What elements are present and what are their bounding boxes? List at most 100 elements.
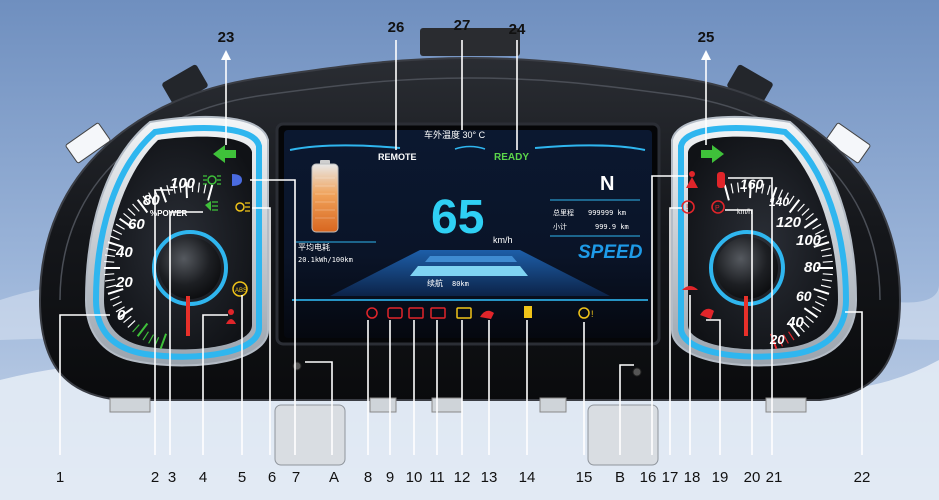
motor-temp-icon: [408, 307, 424, 319]
speed-readout: 65: [431, 191, 484, 244]
gauge-tick: [812, 306, 822, 313]
callout-3: 3: [168, 469, 176, 486]
callout-arrowheads: [221, 50, 711, 60]
callout-14: 14: [519, 469, 536, 486]
gauge-tick: [148, 192, 154, 202]
left-tick-label-60: 60: [128, 216, 145, 233]
callout-11: 11: [429, 469, 445, 486]
gauge-tick: [172, 183, 176, 194]
gear-indicator: N: [600, 173, 614, 195]
gauge-tick: [203, 183, 207, 194]
gauge-tick: [109, 235, 120, 241]
gauge-tick: [813, 288, 830, 295]
callout-B: B: [615, 469, 625, 486]
right-gauge-unit: km/h: [737, 209, 752, 216]
gauge-tick: [106, 247, 117, 252]
gauge-tick: [207, 184, 214, 201]
callout-27: 27: [454, 17, 471, 34]
gauge-tick: [801, 208, 810, 216]
callout-12: 12: [454, 469, 471, 486]
gauge-tick: [822, 260, 833, 263]
gauge-tick: [797, 203, 805, 212]
gauge-tick: [822, 254, 833, 258]
callout-24: 24: [509, 21, 526, 38]
right-tick-label-100: 100: [796, 232, 822, 249]
gauge-tick: [803, 217, 819, 229]
callout-A: A: [329, 469, 339, 486]
gauge-tick: [123, 315, 132, 324]
gauge-tick: [777, 189, 784, 200]
right-speed-gauge: 20 40 60 80 100 120 140 160 km/h ! P: [671, 115, 858, 367]
callout-20: 20: [744, 469, 761, 486]
callout-6: 6: [268, 469, 276, 486]
gauge-tick: [822, 273, 833, 276]
battery-temp-icon: [430, 307, 446, 319]
motor-fault-icon: [682, 286, 698, 290]
seatbelt-warning-icon: [226, 309, 236, 324]
right-tick-label-60: 60: [796, 288, 812, 304]
charge-cable-icon: [524, 306, 532, 318]
remote-status-text: REMOTE: [378, 152, 417, 162]
speed-unit-text: km/h: [493, 235, 513, 245]
gauge-tick: [179, 182, 182, 193]
mount-tab-right: [587, 404, 659, 466]
airbag-warning-icon: [717, 172, 725, 188]
gauge-tick: [197, 182, 200, 193]
gauge-tick: [127, 208, 136, 216]
gauge-tick: [801, 320, 810, 328]
svg-text:ABS: ABS: [235, 288, 247, 294]
gauge-tick: [814, 229, 825, 235]
left-tick-label-100: 100: [170, 175, 196, 192]
turn-left-arrow-icon: [213, 145, 236, 163]
high-beam-icon: [232, 174, 242, 186]
callout-8: 8: [364, 469, 372, 486]
gauge-tick: [723, 184, 730, 201]
svg-text:!: !: [686, 203, 688, 212]
side-clip-left: [65, 122, 111, 164]
gauge-tick: [788, 195, 795, 205]
gauge-tick: [132, 324, 140, 333]
gauge-tick: [749, 182, 752, 199]
person-warning-icon: [686, 171, 698, 188]
callout-21: 21: [766, 469, 783, 486]
gauge-tick: [115, 306, 125, 313]
gauge-tick: [737, 182, 740, 193]
callout-17: 17: [662, 469, 679, 486]
gauge-tick: [118, 307, 134, 319]
right-hub: [716, 237, 778, 299]
gauge-tick: [112, 301, 123, 307]
gauge-tick: [788, 199, 801, 214]
gauge-tick: [132, 203, 140, 212]
gauge-tick: [185, 182, 188, 199]
speed-logo: SPEED: [578, 242, 643, 263]
road-graphic: [330, 250, 610, 296]
avg-consumption-value: 20.1kWh/100km: [298, 256, 353, 264]
odo-total-value: 999999 km: [588, 209, 626, 217]
right-needle: [744, 296, 748, 336]
callout-22: 22: [854, 469, 871, 486]
gauge-tick: [104, 278, 115, 282]
gauge-tick: [730, 183, 734, 194]
left-tick-label-80: 80: [143, 192, 160, 209]
callout-18: 18: [684, 469, 701, 486]
system-fault-icon: [456, 307, 472, 319]
gauge-tick: [820, 284, 831, 289]
right-gauge-ticks: [723, 182, 833, 350]
gauge-tick: [142, 331, 149, 341]
center-display: 车外温度 30° C REMOTE READY 平均电耗 20.1kWh/100…: [275, 122, 661, 346]
callout-1: 1: [56, 469, 64, 486]
range-value: 80km: [452, 280, 469, 288]
avg-consumption-label: 平均电耗: [298, 242, 330, 252]
left-power-gauge: 0 20 40 60 80 100 %POWER ABS: [84, 115, 269, 367]
screw-right: [632, 367, 642, 377]
brake-warning-icon: !: [681, 200, 695, 214]
callout-9: 9: [386, 469, 394, 486]
callout-15: 15: [576, 469, 593, 486]
mount-tab-left: [274, 404, 346, 466]
gauge-tick: [788, 322, 801, 337]
callout-25: 25: [698, 29, 715, 46]
callout-4: 4: [199, 469, 207, 486]
position-lamp-icon: [203, 175, 221, 185]
